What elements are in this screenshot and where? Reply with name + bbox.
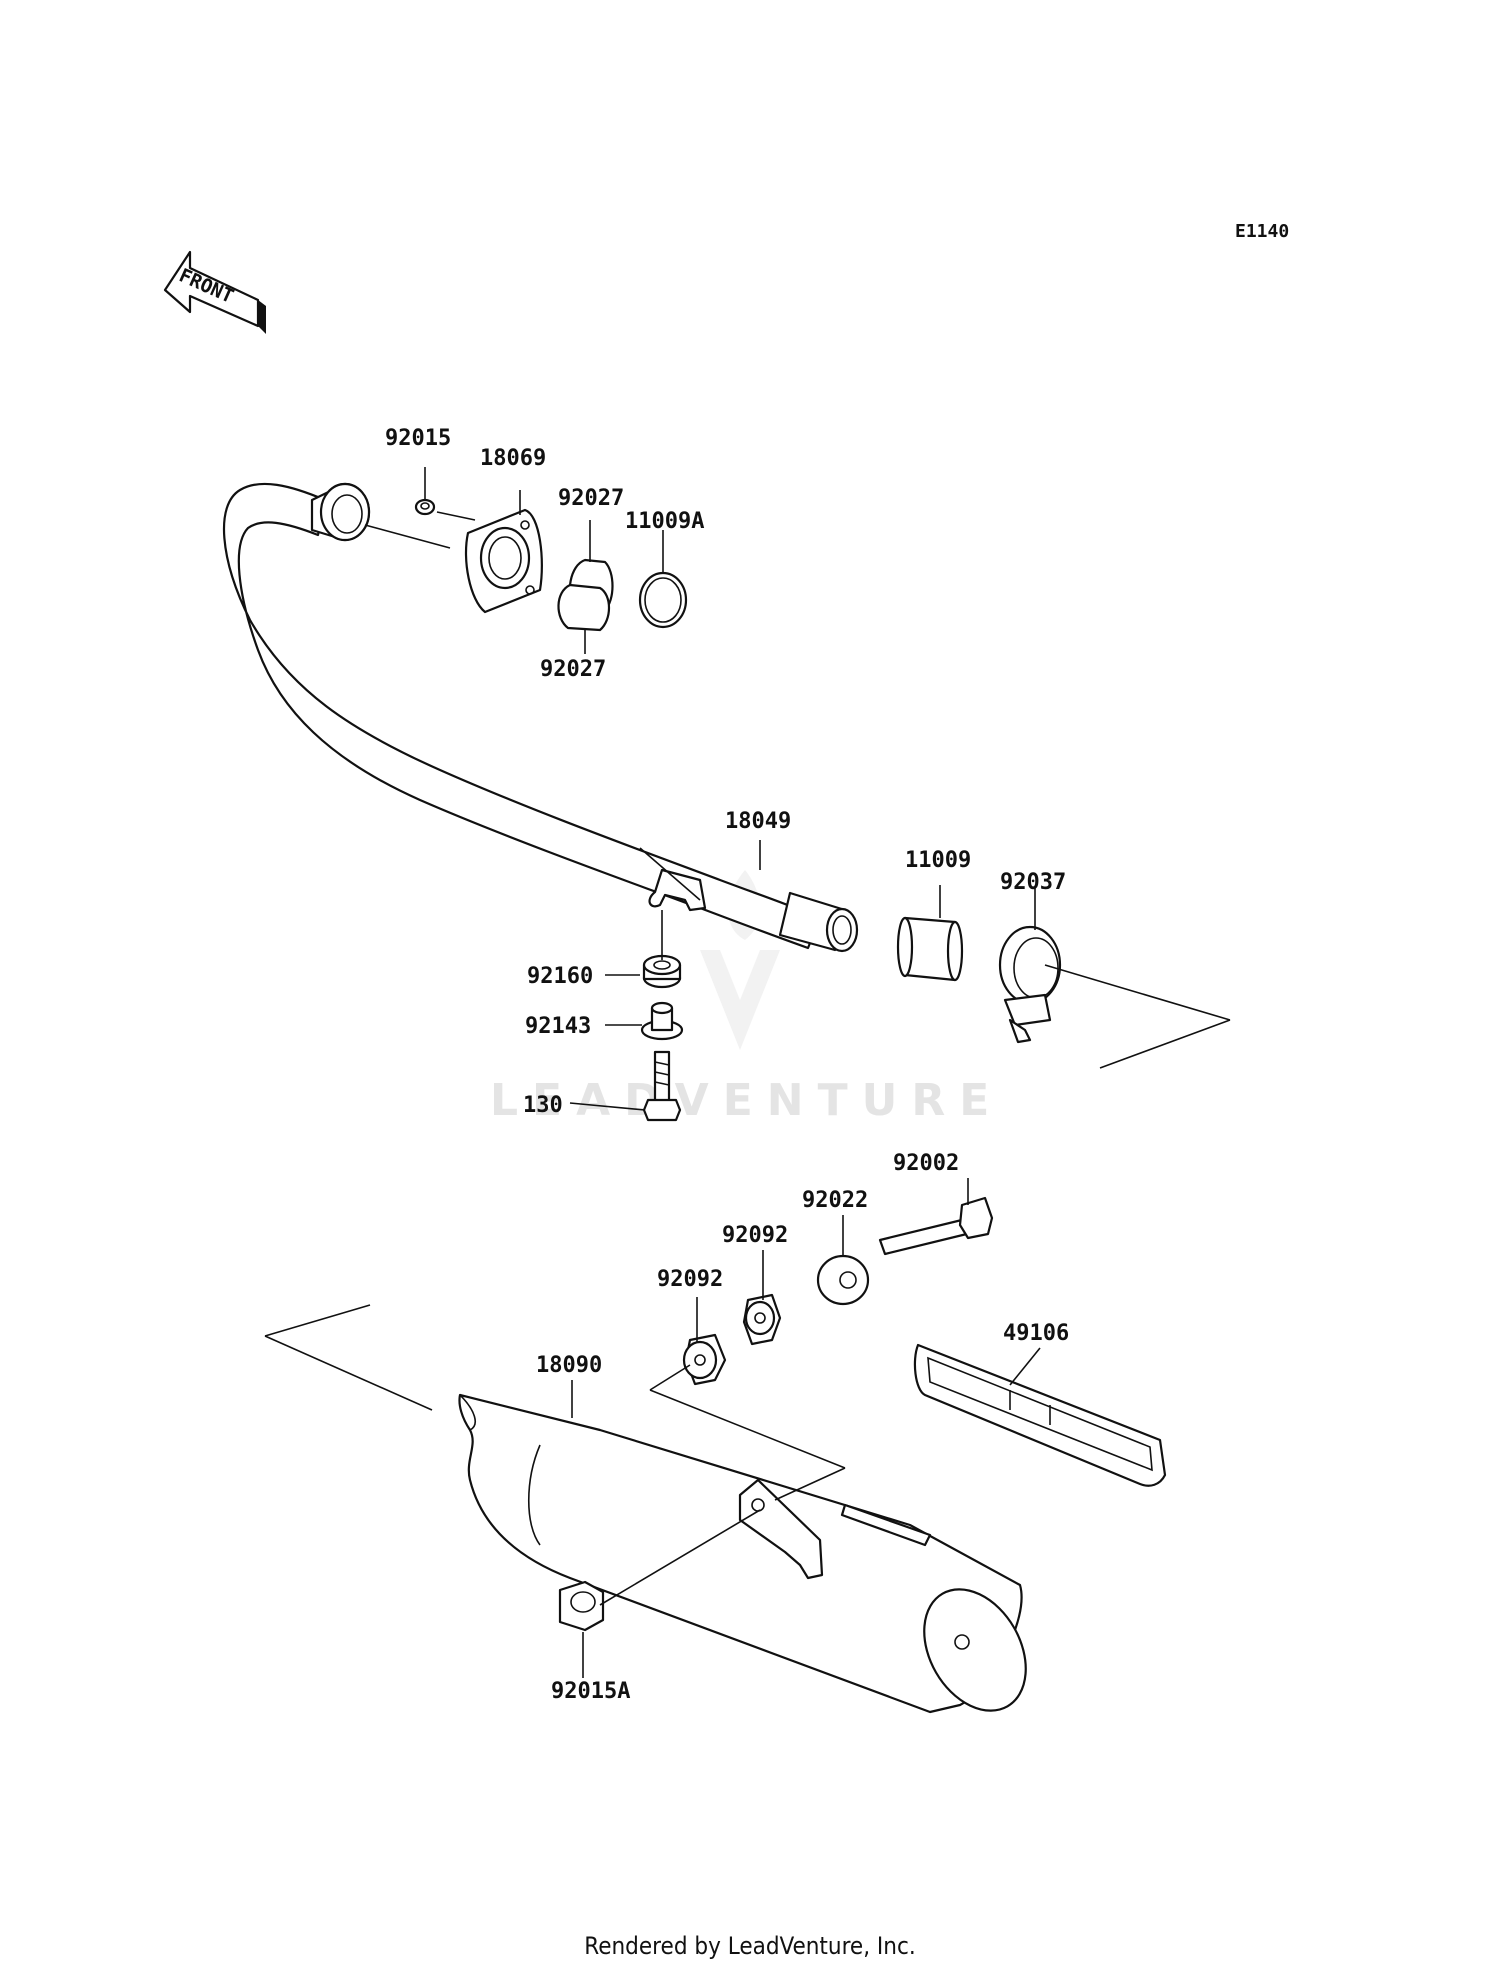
front-arrow-icon: FRONT	[163, 250, 266, 334]
label-92027-top: 92027	[558, 486, 624, 511]
exhaust-pipe-18049	[222, 482, 859, 953]
label-92022: 92022	[802, 1188, 868, 1213]
label-92015A: 92015A	[551, 1679, 630, 1704]
collar-92027	[557, 558, 614, 632]
watermark-text: LEADVENTURE	[490, 1075, 1003, 1126]
label-18090: 18090	[536, 1353, 602, 1378]
label-92143: 92143	[525, 1014, 591, 1039]
label-11009: 11009	[905, 848, 971, 873]
label-92002: 92002	[893, 1151, 959, 1176]
clamp-92037	[998, 925, 1062, 1044]
part-labels: 92015 18069 92027 11009A 92027 18049 110…	[385, 426, 1069, 1704]
leader-lines	[264, 467, 1231, 1678]
gasket-11009A	[638, 571, 688, 629]
label-11009A: 11009A	[625, 509, 704, 534]
collar-92143	[640, 1001, 684, 1041]
washer-92022	[816, 1254, 870, 1306]
nut-92015A	[558, 1580, 605, 1632]
label-92092-lower: 92092	[657, 1267, 723, 1292]
nut-92015	[414, 498, 436, 516]
muffler-18090	[458, 1393, 1027, 1714]
holder-18069	[464, 508, 543, 614]
damper-92092-lower	[682, 1333, 727, 1386]
bolt-92002	[878, 1196, 994, 1256]
label-92037: 92037	[1000, 870, 1066, 895]
gasket-11009	[896, 916, 964, 982]
damper-92092-upper	[742, 1293, 782, 1346]
label-92160: 92160	[527, 964, 593, 989]
label-18049: 18049	[725, 809, 791, 834]
bolt-130	[642, 1050, 682, 1122]
damper-92160	[642, 954, 682, 989]
footer-credit: Rendered by LeadVenture, Inc.	[584, 1932, 916, 1960]
label-92092-upper: 92092	[722, 1223, 788, 1248]
cover-49106	[913, 1343, 1167, 1487]
diagram-code: E1140	[1235, 221, 1289, 242]
label-92027-bottom: 92027	[540, 657, 606, 682]
label-130: 130	[523, 1093, 563, 1118]
label-49106: 49106	[1003, 1321, 1069, 1346]
label-92015: 92015	[385, 426, 451, 451]
label-18069: 18069	[480, 446, 546, 471]
